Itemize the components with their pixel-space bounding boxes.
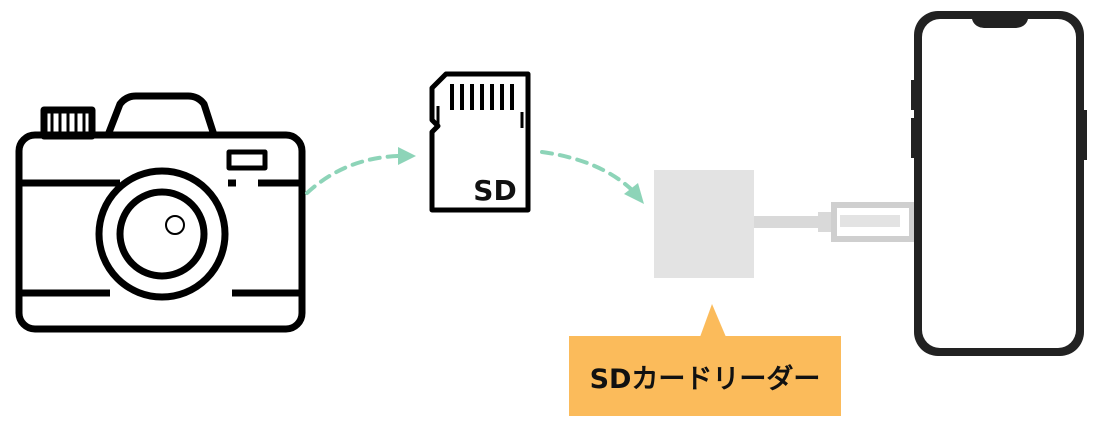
sd-card-reader-icon [654,170,915,278]
sd-card-label: SD [473,173,517,207]
callout-box [569,336,841,416]
smartphone-icon [911,11,1087,356]
callout-pointer [700,304,726,337]
sd-card-reader-label: SDカードリーダー [589,363,821,395]
arrow-sd-to-reader [540,150,644,204]
sd-card-icon [429,71,531,213]
arrow-camera-to-sd [305,147,416,195]
camera-icon [15,92,306,333]
